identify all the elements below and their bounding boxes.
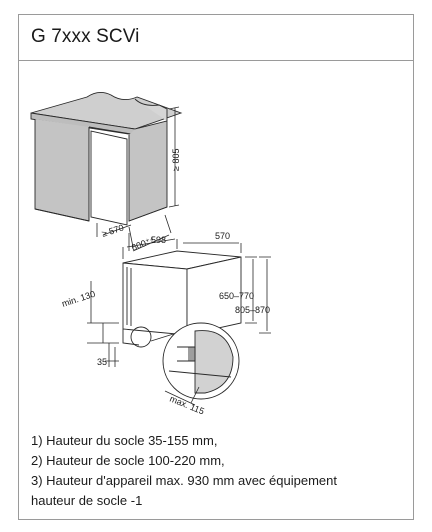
appliance-depth-label: 570	[215, 231, 230, 241]
installation-diagram: ≥ 805 ≥ 570 600⁺⁴	[19, 61, 413, 423]
note-1: 1) Hauteur du socle 35-155 mm,	[31, 433, 218, 448]
appliance-height-1-label: 650–770	[219, 291, 254, 301]
cabinet-height-label: ≥ 805	[171, 149, 181, 171]
note-3-continued: hauteur de socle -1	[31, 493, 143, 508]
appliance-height-2-label: 805–870	[235, 305, 270, 315]
model-title: G 7xxx SCVi	[31, 26, 140, 47]
appliance-drawing	[87, 238, 271, 367]
installation-card: G 7xxx SCVi	[18, 14, 414, 520]
card-header: G 7xxx SCVi	[19, 15, 413, 61]
note-3: 3) Hauteur d'appareil max. 930 mm avec é…	[31, 473, 337, 488]
note-2: 2) Hauteur de socle 100-220 mm,	[31, 453, 225, 468]
cabinet-depth-label: ≥ 570	[101, 222, 125, 238]
cabinet-niche-drawing	[30, 92, 183, 252]
notes-list: 1) Hauteur du socle 35-155 mm, 2) Hauteu…	[31, 431, 403, 511]
zoom-detail	[162, 322, 240, 406]
appliance-width-label: 598	[151, 235, 166, 245]
diagram-svg: ≥ 805 ≥ 570 600⁺⁴	[30, 92, 271, 416]
plinth-35-label: 35	[97, 357, 107, 367]
